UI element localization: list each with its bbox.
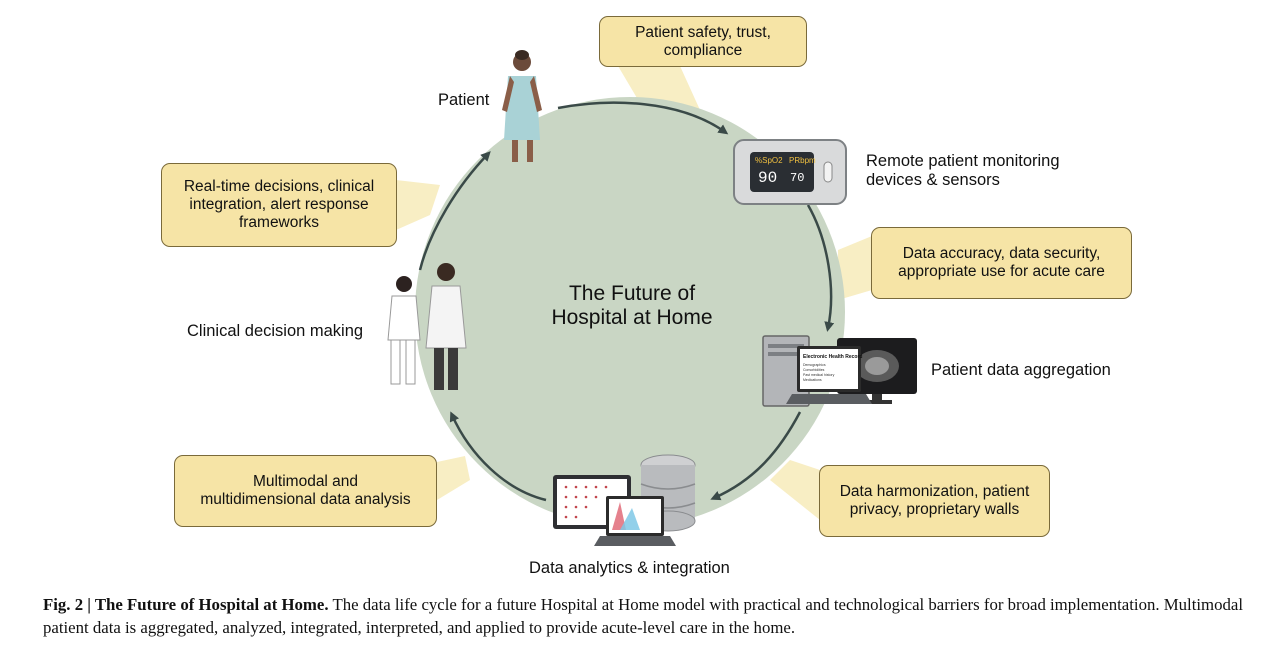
stage-label-decision: Clinical decision making — [187, 322, 364, 340]
ehr-title: Electronic Health Record — [803, 354, 862, 360]
pr-label: PRbpm — [789, 156, 816, 165]
arrow-monitoring-to-aggregation — [806, 204, 835, 332]
stage-label-aggregation: Patient data aggregation — [931, 361, 1111, 379]
arrow-decision-to-patient — [418, 151, 491, 271]
spo2-value: 90 — [758, 169, 777, 187]
patient-illustration — [502, 50, 542, 162]
spo2-label: %SpO2 — [755, 156, 783, 165]
stage-label-analytics: Data analytics & integration — [529, 559, 730, 577]
pulse-oximeter-illustration: %SpO2 PRbpm 90 70 — [733, 139, 847, 205]
barrier-box-multimodal: Multimodal and multidimensional data ana… — [174, 455, 437, 527]
ehr-computer-illustration: Electronic Health Record Demographics Co… — [762, 335, 917, 407]
ehr-line: Medications — [803, 378, 822, 382]
pr-value: 70 — [790, 171, 804, 185]
beam-multimodal — [437, 456, 470, 500]
keyboard — [786, 394, 872, 404]
barrier-box-accuracy: Data accuracy, data security, appropriat… — [871, 227, 1132, 299]
diagram-canvas: %SpO2 PRbpm 90 70 Electronic Health Reco… — [387, 50, 917, 546]
hospital-at-home-figure: %SpO2 PRbpm 90 70 Electronic Health Reco… — [161, 16, 1132, 577]
caption-text: The data life cycle for a future Hospita… — [43, 595, 1243, 637]
barrier-box-realtime: Real-time decisions, clinical integratio… — [161, 163, 397, 247]
analytics-illustration — [553, 454, 696, 546]
stage-label-patient: Patient — [438, 91, 490, 109]
clinicians-illustration — [387, 263, 467, 390]
lifecycle-circle — [415, 97, 845, 527]
arrow-analytics-to-decision — [449, 411, 547, 502]
arrow-aggregation-to-analytics — [710, 411, 802, 501]
ehr-line: Past medical history — [803, 373, 835, 377]
barrier-box-safety: Patient safety, trust, compliance — [599, 16, 807, 67]
arrow-patient-to-monitoring — [557, 101, 729, 135]
caption-label: Fig. 2 | The Future of Hospital at Home. — [43, 595, 329, 614]
diagram-title: The Future of Hospital at Home — [551, 282, 713, 329]
beam-realtime — [396, 180, 440, 230]
ehr-screen — [800, 349, 858, 389]
stage-label-monitoring: Remote patient monitoring devices & sens… — [866, 152, 1060, 189]
beam-accuracy — [838, 236, 872, 300]
ehr-line: Demographics — [803, 363, 826, 367]
beam-harmonization — [770, 460, 820, 520]
ehr-line: Comorbidities — [803, 368, 825, 372]
barrier-box-harmonization: Data harmonization, patient privacy, pro… — [819, 465, 1050, 537]
figure-caption: Fig. 2 | The Future of Hospital at Home.… — [43, 593, 1253, 639]
